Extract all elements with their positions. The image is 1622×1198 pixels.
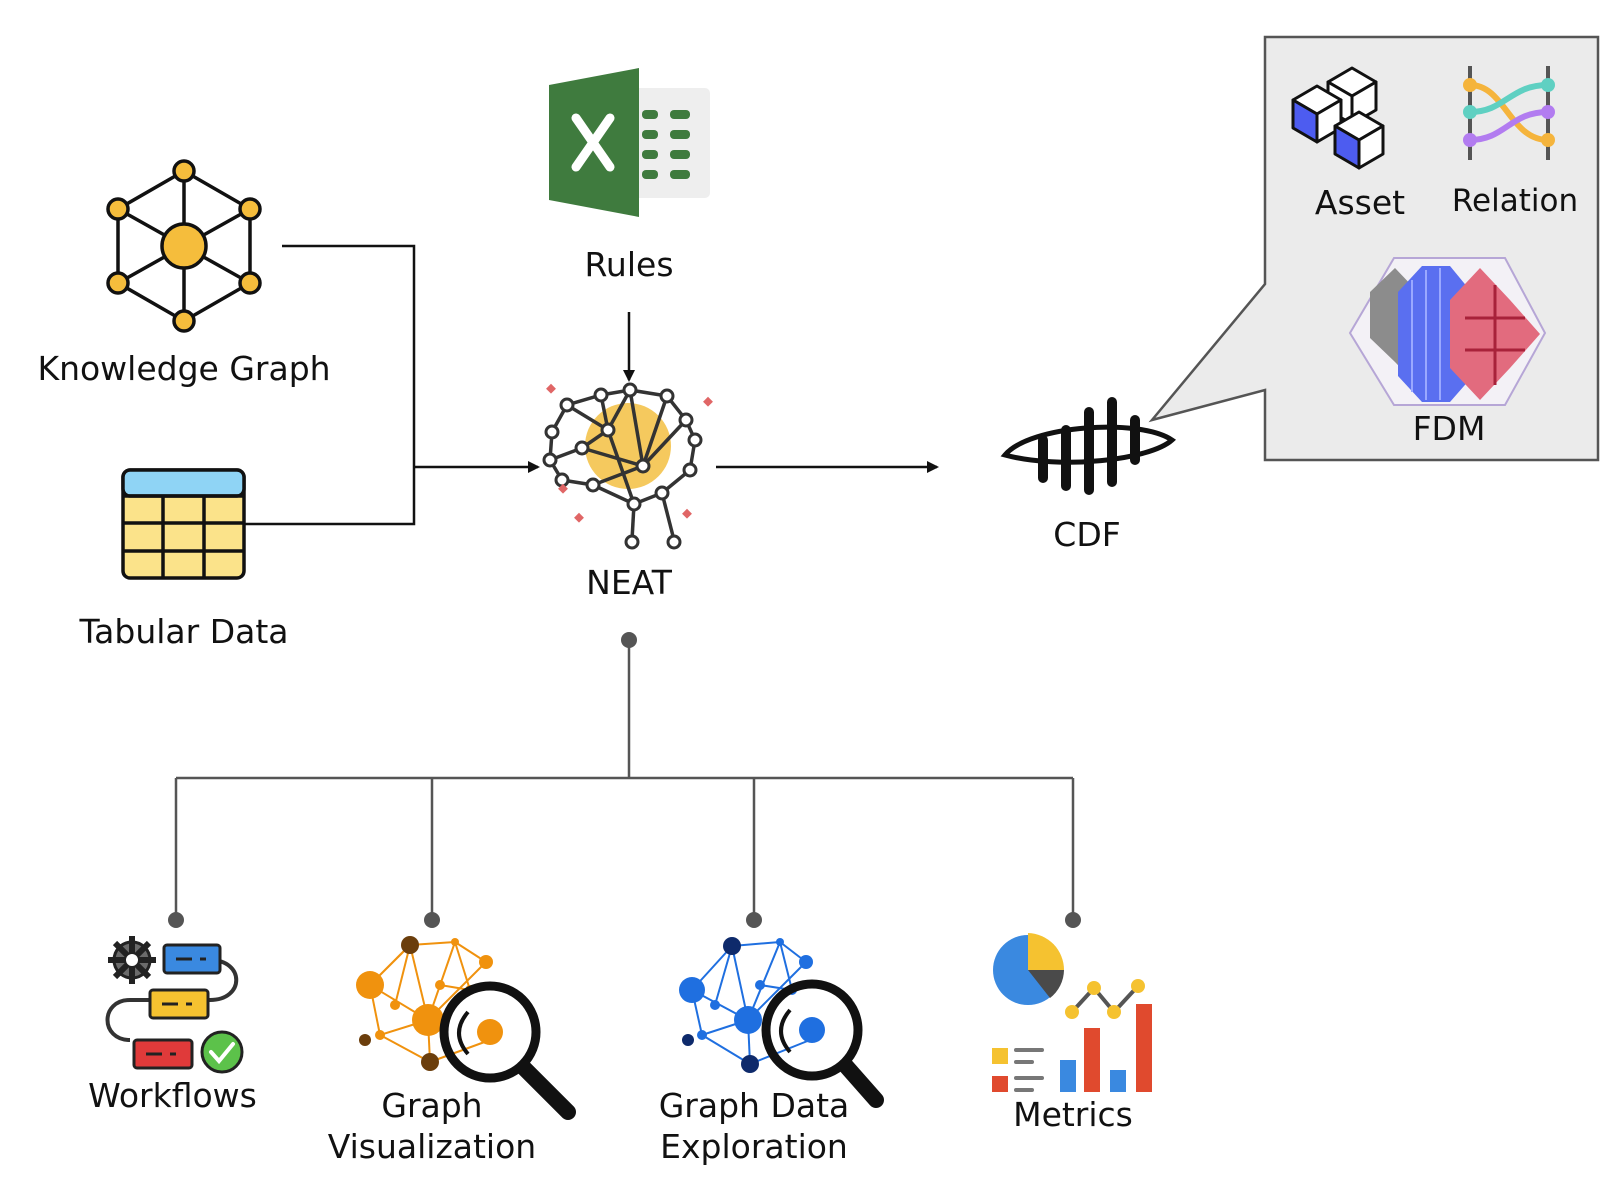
tree-dots	[168, 632, 1081, 928]
workflow-icon	[105, 936, 244, 1074]
hexagon-network-icon	[106, 159, 262, 333]
excel-icon	[549, 68, 710, 217]
gear-icon	[108, 936, 156, 984]
fdm-layers-icon	[1348, 257, 1547, 406]
workflows-label: Workflows	[88, 1076, 257, 1115]
metrics-label: Metrics	[1013, 1095, 1133, 1134]
graph-data-exploration-line-2: Exploration	[660, 1127, 848, 1167]
cdf-label: CDF	[1053, 515, 1121, 554]
kg-connector	[245, 244, 416, 526]
graph-data-exploration-label: Graph Data Exploration	[624, 1085, 884, 1168]
relation-flow-icon	[1463, 66, 1555, 160]
relation-label: Relation	[1451, 183, 1579, 219]
knowledge-graph-label: Knowledge Graph	[37, 349, 331, 388]
rules-label: Rules	[584, 245, 674, 284]
graph-visualization-line-1: Graph	[381, 1086, 483, 1125]
asset-label: Asset	[1314, 183, 1406, 222]
fdm-label: FDM	[1412, 409, 1486, 448]
metrics-charts-icon	[992, 933, 1152, 1092]
table-icon	[121, 468, 246, 580]
orange-graph-magnifier-icon	[356, 936, 576, 1120]
graph-data-exploration-line-1: Graph Data	[658, 1086, 850, 1125]
tabular-data-label: Tabular Data	[79, 612, 289, 651]
blue-graph-magnifier-icon	[679, 937, 884, 1108]
brain-network-icon	[542, 382, 713, 550]
connectors	[245, 244, 939, 526]
tools-tree	[174, 640, 1075, 920]
graph-visualization-label: Graph Visualization	[302, 1085, 562, 1168]
cubes-icon	[1291, 66, 1385, 170]
neat-label: NEAT	[586, 563, 672, 602]
graph-visualization-line-2: Visualization	[327, 1127, 537, 1167]
cognite-logo-icon	[1000, 397, 1177, 495]
